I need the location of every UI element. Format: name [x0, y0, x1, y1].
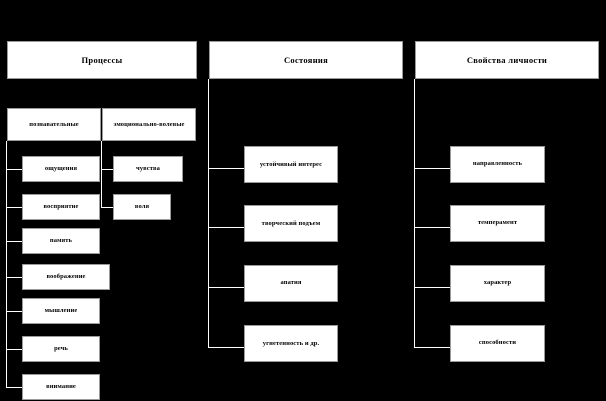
subgroup-box-cognitive: познавательные	[7, 108, 101, 141]
header-label-processes: Процессы	[81, 54, 123, 65]
connector-cognitive-branch-4	[6, 277, 23, 278]
connector-properties-branch-1	[414, 168, 451, 169]
property-label-1: направленность	[472, 160, 523, 168]
leaf-box-cognitive-4: воображение	[22, 264, 110, 290]
subgroup-label-cognitive: познавательные	[29, 120, 79, 128]
state-box-2: творческий подъем	[244, 205, 338, 242]
connector-states-branch-4	[208, 347, 245, 348]
property-box-2: темперамент	[450, 205, 545, 242]
connector-cognitive-branch-7	[6, 387, 23, 388]
connector-states-spine	[208, 79, 209, 347]
state-box-4: угнетенность и др.	[244, 325, 338, 362]
leaf-label-emotional-1: чувства	[135, 164, 161, 172]
leaf-label-cognitive-3: память	[49, 236, 73, 244]
state-box-3: апатия	[244, 265, 338, 302]
leaf-box-cognitive-1: ощущения	[22, 156, 100, 182]
connector-states-branch-1	[208, 168, 245, 169]
leaf-box-cognitive-3: память	[22, 228, 100, 254]
connector-states-branch-2	[208, 227, 245, 228]
subgroup-label-emotional-volitional: эмоционально-волевые	[113, 120, 185, 128]
connector-properties-branch-3	[414, 287, 451, 288]
leaf-label-cognitive-2: восприятие	[43, 202, 79, 210]
property-label-3: характер	[483, 279, 512, 287]
leaf-label-cognitive-6: речь	[54, 344, 68, 352]
leaf-label-cognitive-5: мышление	[44, 306, 78, 314]
header-box-personality-properties: Свойства личности	[415, 41, 599, 79]
header-label-states: Состояния	[283, 54, 328, 65]
connector-emotional-branch-1	[101, 169, 114, 170]
connector-cognitive-spine	[6, 141, 7, 387]
connector-emotional-branch-2	[101, 207, 114, 208]
property-box-1: направленность	[450, 146, 545, 183]
leaf-box-cognitive-5: мышление	[22, 298, 100, 324]
header-label-personality-properties: Свойства личности	[466, 54, 548, 65]
property-box-4: способности	[450, 325, 545, 362]
header-box-states: Состояния	[209, 41, 403, 79]
connector-cognitive-branch-1	[6, 169, 23, 170]
state-box-1: устойчивый интерес	[244, 146, 338, 183]
connector-properties-branch-2	[414, 227, 451, 228]
connector-cognitive-branch-5	[6, 311, 23, 312]
header-box-processes: Процессы	[7, 41, 197, 79]
leaf-box-emotional-1: чувства	[113, 156, 183, 182]
leaf-box-cognitive-2: восприятие	[22, 194, 100, 220]
property-label-4: способности	[478, 339, 517, 347]
leaf-label-emotional-2: воля	[134, 202, 150, 210]
connector-cognitive-branch-3	[6, 241, 23, 242]
connector-cognitive-branch-6	[6, 349, 23, 350]
state-label-2: творческий подъем	[261, 219, 321, 227]
leaf-box-emotional-2: воля	[113, 194, 171, 220]
state-label-1: устойчивый интерес	[259, 160, 323, 168]
connector-emotional-spine	[101, 141, 102, 207]
property-box-3: характер	[450, 265, 545, 302]
state-label-4: угнетенность и др.	[262, 339, 320, 347]
leaf-label-cognitive-1: ощущения	[44, 164, 78, 172]
leaf-box-cognitive-7: внимание	[22, 374, 100, 400]
property-label-2: темперамент	[477, 219, 518, 227]
state-label-3: апатия	[280, 279, 302, 287]
leaf-label-cognitive-4: воображение	[46, 272, 86, 280]
connector-cognitive-branch-2	[6, 207, 23, 208]
leaf-label-cognitive-7: внимание	[46, 382, 76, 390]
connector-states-branch-3	[208, 287, 245, 288]
connector-properties-spine	[414, 79, 415, 347]
subgroup-box-emotional-volitional: эмоционально-волевые	[102, 108, 196, 141]
leaf-box-cognitive-6: речь	[22, 336, 100, 362]
connector-properties-branch-4	[414, 347, 451, 348]
